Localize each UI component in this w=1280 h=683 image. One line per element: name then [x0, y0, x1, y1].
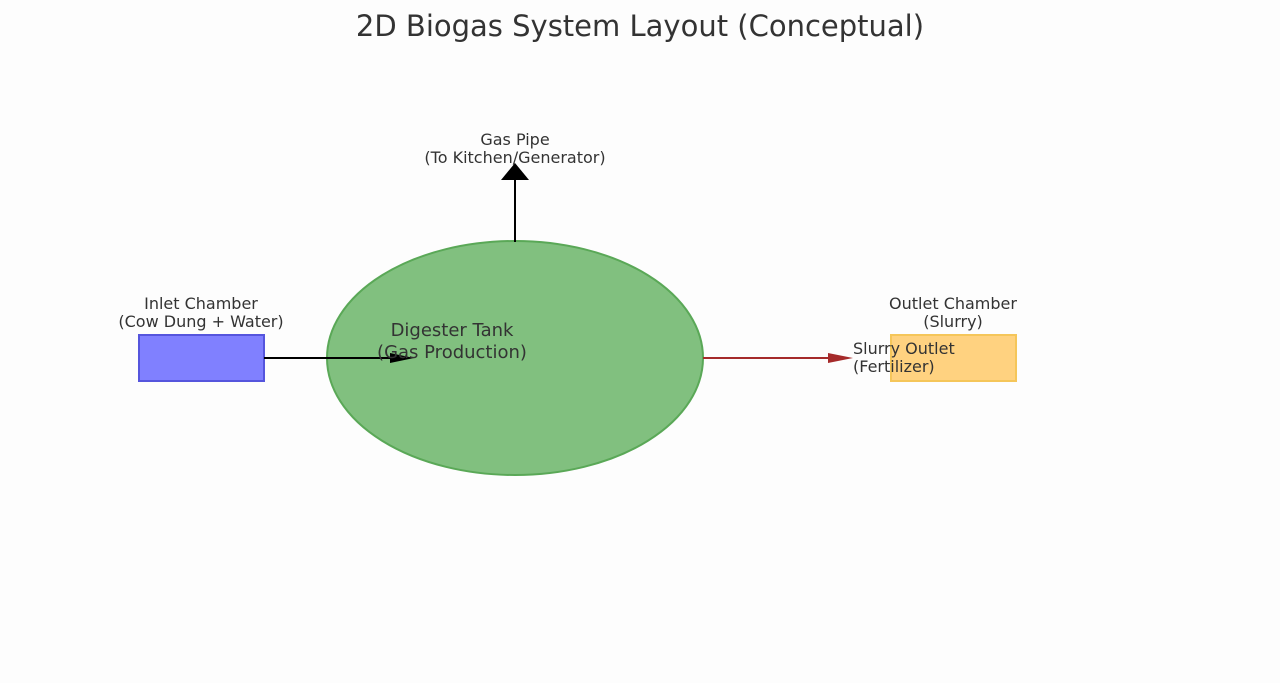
outlet-chamber-label: Outlet Chamber (Slurry) — [889, 294, 1017, 331]
inlet-chamber-label: Inlet Chamber (Cow Dung + Water) — [118, 294, 284, 331]
digester-tank-label: Digester Tank (Gas Production) — [377, 320, 527, 363]
gas-pipe-arrowhead — [501, 163, 529, 180]
slurry-outlet-arrowhead — [828, 353, 853, 363]
inlet-flow-arrowhead — [390, 353, 414, 363]
slurry-outlet-label: Slurry Outlet (Fertilizer) — [853, 339, 955, 376]
gas-pipe-label: Gas Pipe (To Kitchen/Generator) — [424, 130, 606, 167]
diagram-title: 2D Biogas System Layout (Conceptual) — [355, 9, 925, 43]
outlet-chamber-shape — [890, 334, 1017, 382]
inlet-chamber-shape — [138, 334, 265, 382]
